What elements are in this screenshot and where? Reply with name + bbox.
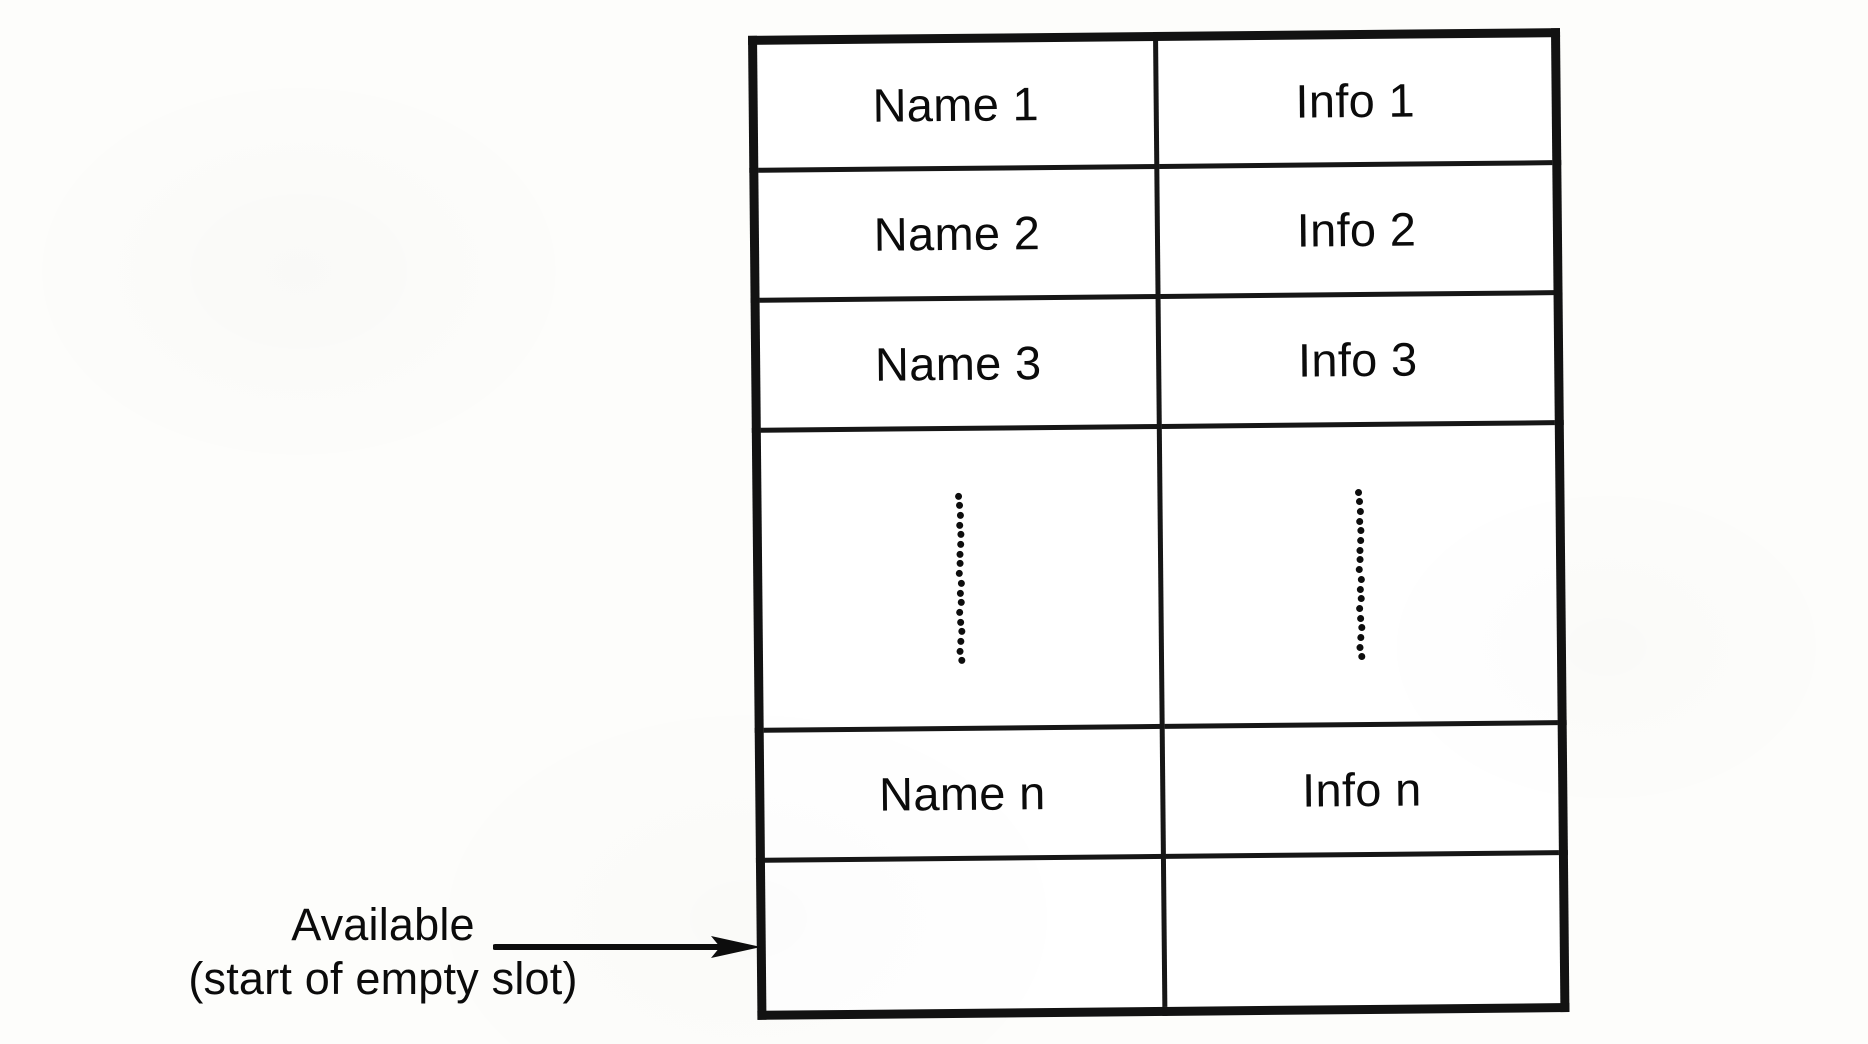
cell-name-n-text: Name n (878, 765, 1046, 821)
cell-name-3-text: Name 3 (874, 335, 1042, 391)
cell-info-2-text: Info 2 (1296, 202, 1417, 257)
pointer-arrow-icon (493, 936, 761, 958)
table-row: Name 3 Info 3 (755, 292, 1560, 431)
table-row: Name 2 Info 2 (753, 162, 1559, 301)
cell-info-2: Info 2 (1156, 162, 1559, 297)
cell-info-3-text: Info 3 (1297, 332, 1418, 387)
cell-info-ellipsis (1159, 422, 1563, 727)
cell-name-ellipsis (756, 426, 1163, 731)
cell-name-2-text: Name 2 (873, 205, 1041, 261)
vertical-ellipsis-icon (955, 492, 966, 665)
cell-info-1-text: Info 1 (1295, 73, 1416, 128)
table-row-ellipsis (756, 422, 1563, 731)
cell-name-empty-text (766, 933, 1162, 937)
cell-info-3: Info 3 (1158, 292, 1560, 427)
table-row: Name 1 Info 1 (752, 32, 1557, 171)
table-body: Name 1 Info 1 Name 2 Info 2 Name 3 (752, 32, 1565, 1016)
available-label: Available (start of empty slot) (148, 898, 618, 1006)
cell-info-empty-text (1167, 929, 1560, 933)
name-info-table-container: Name 1 Info 1 Name 2 Info 2 Name 3 (748, 28, 1570, 1020)
vertical-ellipsis-icon (1354, 488, 1365, 661)
cell-name-1-text: Name 1 (872, 76, 1040, 132)
table-row-empty-slot (760, 852, 1565, 1016)
cell-name-2: Name 2 (753, 166, 1159, 301)
available-annotation: Available (start of empty slot) (148, 898, 768, 1033)
cell-info-n-text: Info n (1301, 762, 1422, 817)
cell-name-n: Name n (759, 726, 1164, 861)
available-label-line-2: (start of empty slot) (188, 953, 578, 1004)
cell-info-n: Info n (1162, 722, 1564, 857)
cell-name-3: Name 3 (755, 296, 1160, 431)
cell-info-1: Info 1 (1155, 32, 1557, 167)
cell-info-empty (1163, 852, 1565, 1012)
table-row: Name n Info n (759, 722, 1564, 861)
cell-name-empty (760, 856, 1165, 1016)
cell-name-1: Name 1 (752, 36, 1157, 171)
available-label-line-1: Available (291, 899, 475, 950)
name-info-table: Name 1 Info 1 Name 2 Info 2 Name 3 (748, 28, 1570, 1020)
